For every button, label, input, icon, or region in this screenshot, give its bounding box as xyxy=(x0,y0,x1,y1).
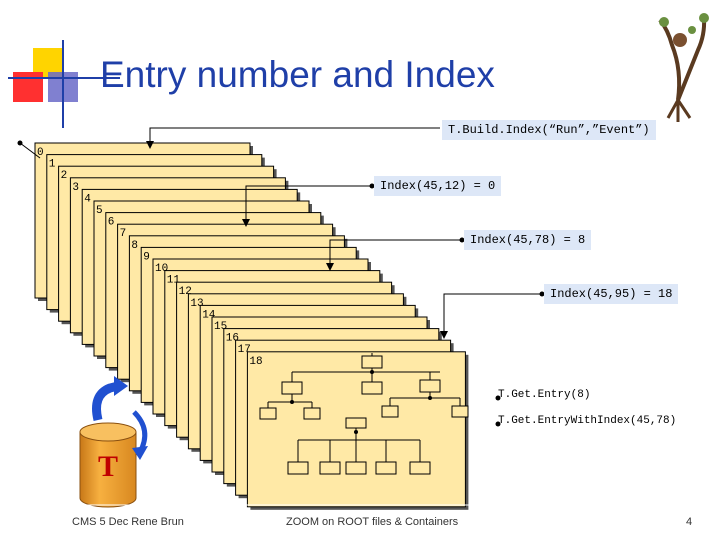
tree-node xyxy=(452,406,468,417)
build-index-label: T.Build.Index(“Run”,”Event”) xyxy=(442,120,656,140)
entry-number: 5 xyxy=(96,205,103,217)
root-tree-logo xyxy=(659,13,709,122)
tree-node xyxy=(376,462,396,474)
tree-node xyxy=(420,380,440,392)
tree-node xyxy=(362,356,382,368)
index-label-1: Index(45,12) = 0 xyxy=(374,176,501,196)
tree-node xyxy=(362,382,382,394)
tree-node xyxy=(346,418,366,428)
entry-number: 3 xyxy=(72,182,79,194)
tree-node xyxy=(346,462,366,474)
page-number: 4 xyxy=(686,516,692,528)
entry-number: 4 xyxy=(84,193,91,205)
index-label-2: Index(45,78) = 8 xyxy=(464,230,591,250)
entry-number: 9 xyxy=(143,251,150,263)
get-entry-label: T.Get.Entry(8) xyxy=(498,389,590,401)
tree-node xyxy=(282,382,302,394)
index-label-3: Index(45,95) = 18 xyxy=(544,284,678,304)
tree-node xyxy=(382,406,398,417)
tree-node xyxy=(288,462,308,474)
tree-node xyxy=(320,462,340,474)
tree-node xyxy=(304,408,320,419)
entry-number: 18 xyxy=(249,356,262,368)
footer-left: CMS 5 Dec Rene Brun xyxy=(72,516,184,528)
tree-node xyxy=(410,462,430,474)
entry-number: 7 xyxy=(120,228,127,240)
entry-number: 6 xyxy=(108,217,115,229)
get-entry-with-index-label: T.Get.EntryWithIndex(45,78) xyxy=(498,415,676,427)
entry-number: 2 xyxy=(61,170,68,182)
tree-node xyxy=(260,408,276,419)
entry-number: 1 xyxy=(49,159,56,171)
entry-number: 8 xyxy=(131,240,138,252)
page-title: Entry number and Index xyxy=(100,54,495,96)
tree-database-cylinder: T xyxy=(80,423,136,507)
entry-number: 0 xyxy=(37,147,44,159)
tree-letter: T xyxy=(98,450,118,483)
footer-center: ZOOM on ROOT files & Containers xyxy=(286,516,458,528)
